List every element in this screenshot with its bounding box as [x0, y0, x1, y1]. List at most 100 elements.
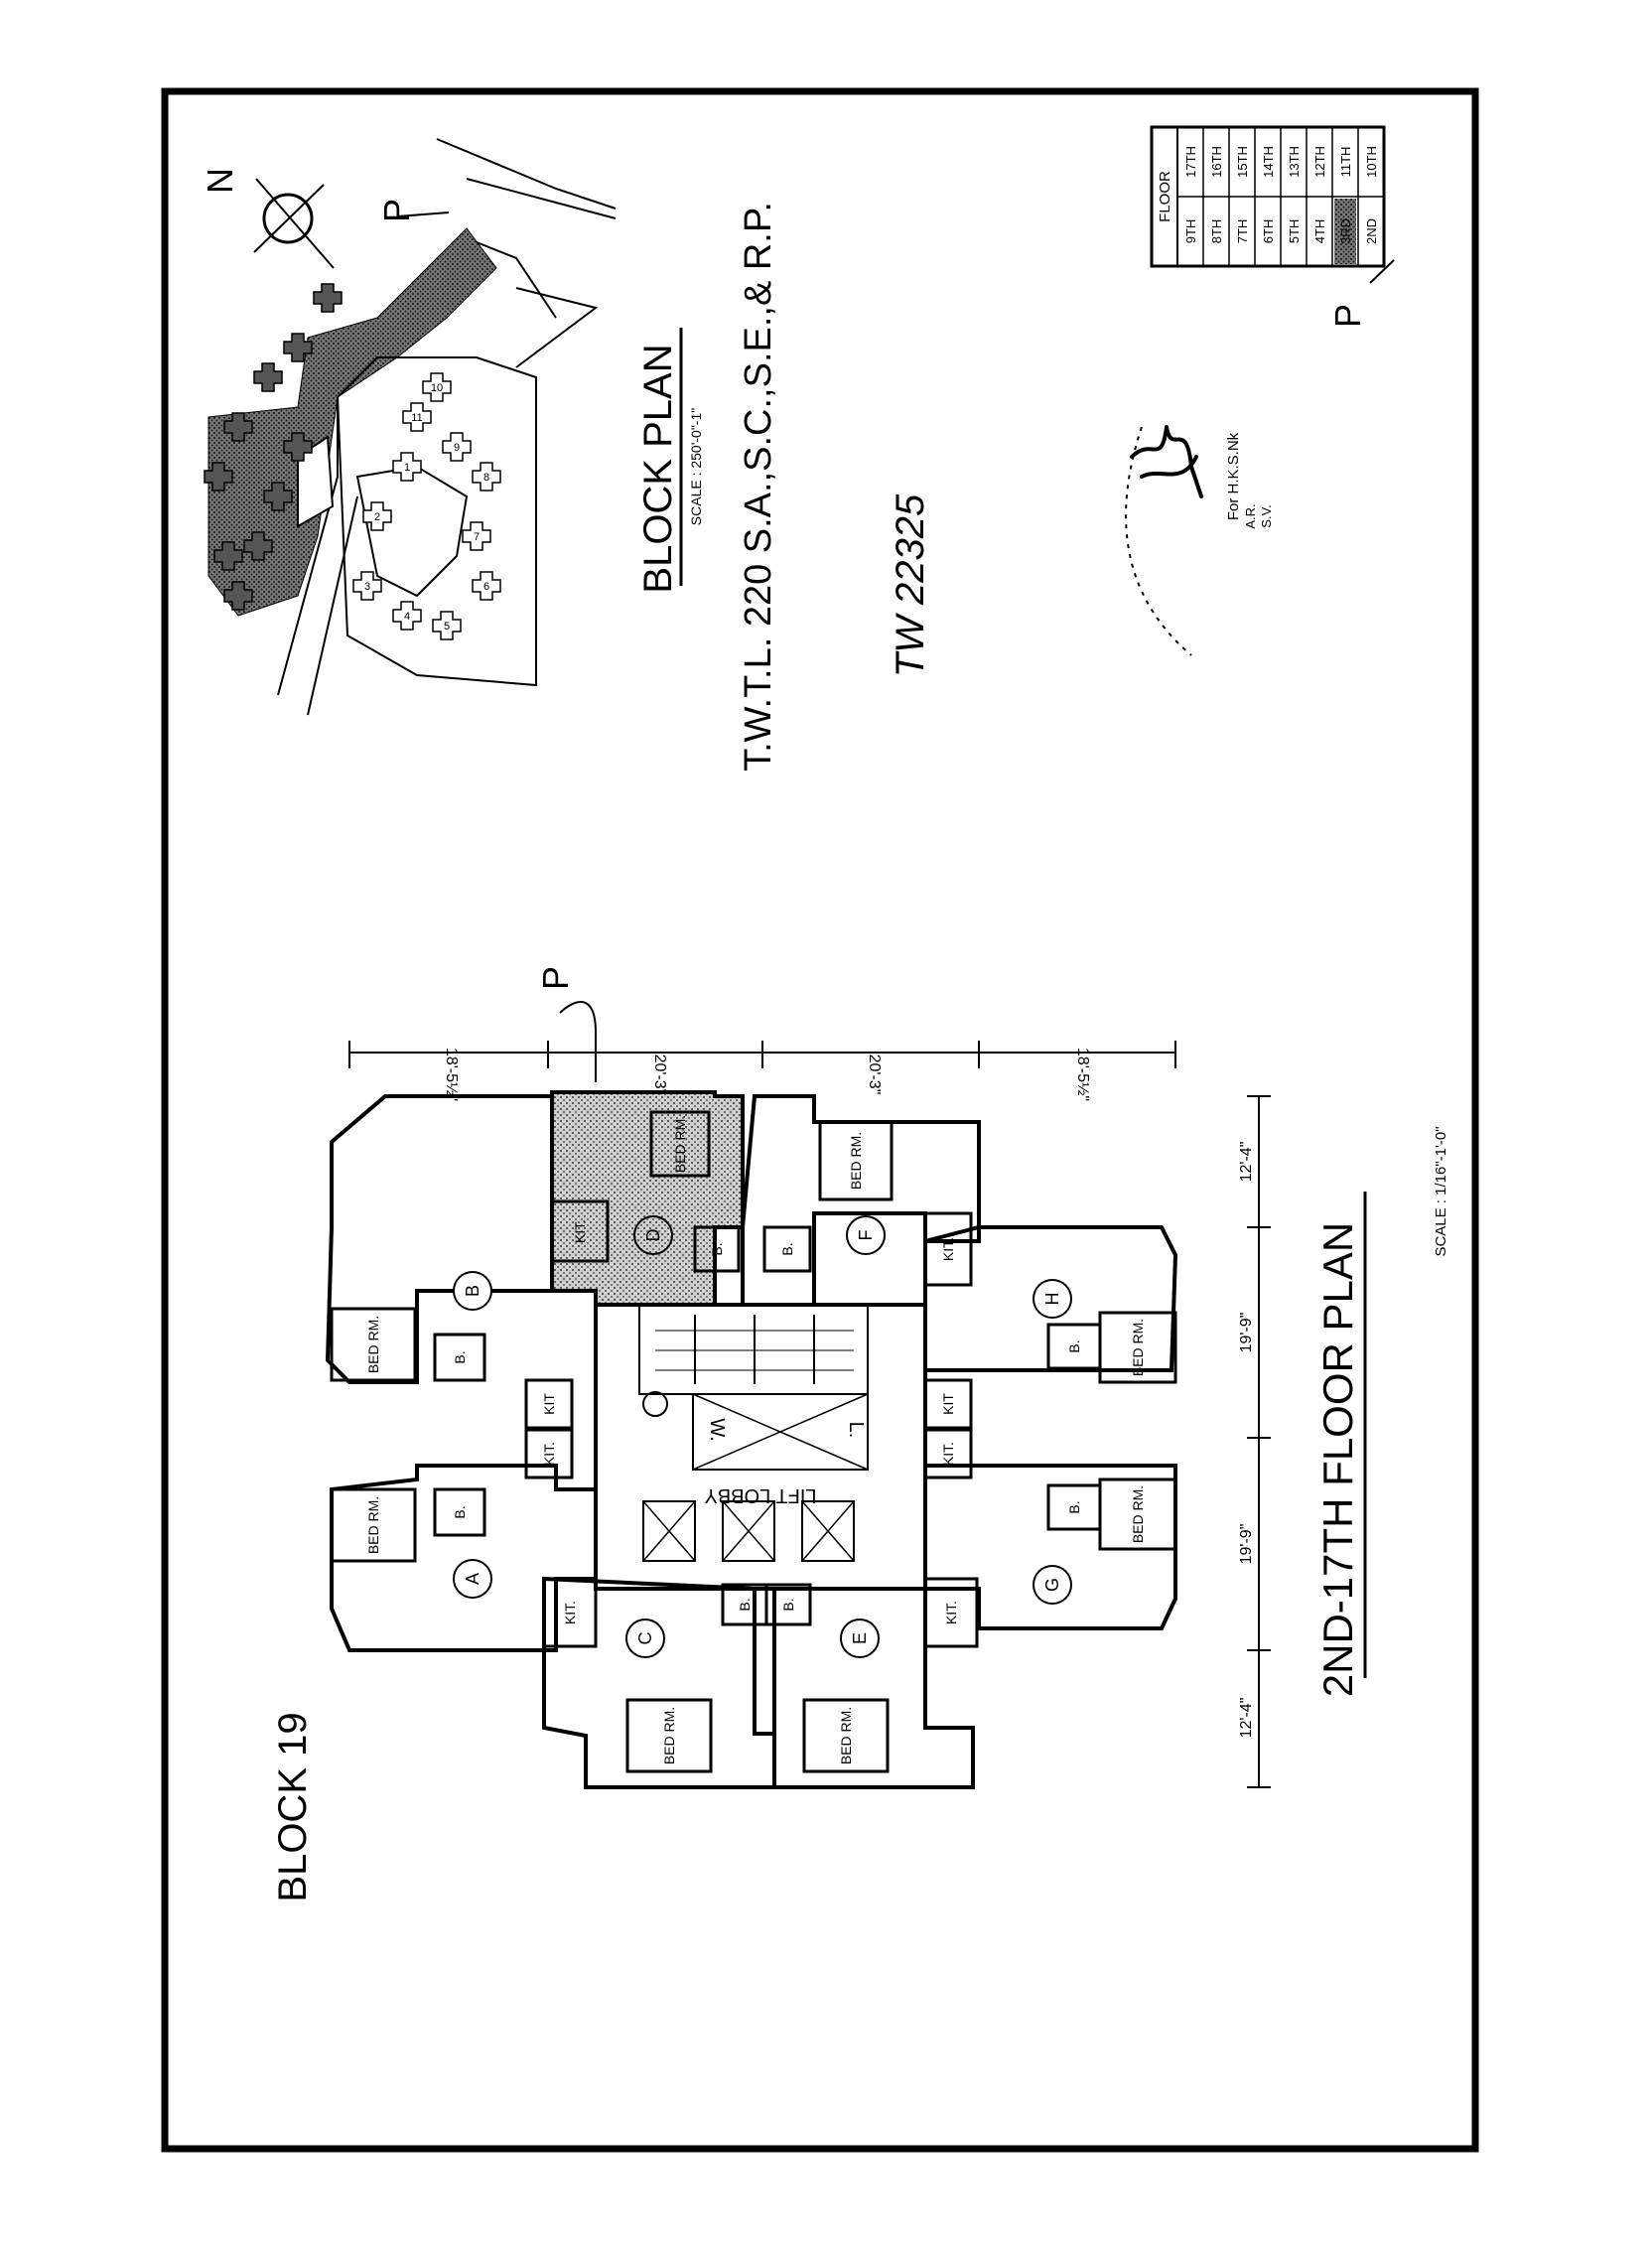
- site-block-number: 10: [431, 382, 443, 394]
- bath-a: [433, 1487, 486, 1537]
- kitchen-c-label: KIT.: [562, 1601, 578, 1624]
- unit-h-label: H: [1042, 1293, 1062, 1306]
- site-block-number: 6: [483, 581, 489, 593]
- marker-p-site: P: [376, 199, 450, 222]
- site-block-number: 3: [364, 581, 370, 593]
- bath-e: [764, 1583, 812, 1626]
- flat-f-outline: [741, 1094, 981, 1307]
- bath-a-label: B.: [452, 1505, 468, 1518]
- floor-table-cell: 13TH: [1287, 146, 1302, 178]
- kitchen-f: [923, 1211, 973, 1287]
- dim-top-4: 18'-5½": [1074, 1048, 1091, 1101]
- site-block: [472, 462, 501, 492]
- site-estate-outline: [336, 356, 537, 687]
- north-label: N: [200, 168, 240, 194]
- bath-f: [762, 1225, 812, 1273]
- bedroom-g: [1098, 1478, 1177, 1551]
- site-road-3: [277, 397, 358, 716]
- central-core: W. L. LIFT LOBBY: [594, 1303, 927, 1591]
- lot-reference: T.W.T.L. 220 S.A.,S.C.,S.E.,& R.P.: [738, 202, 779, 772]
- bath-c-label: B.: [737, 1598, 753, 1611]
- site-block: [402, 402, 432, 432]
- site-block-number: 11: [411, 412, 422, 424]
- site-block: [204, 462, 233, 492]
- dim-top-2: 20'-3": [651, 1055, 668, 1095]
- marker-p-plan: P: [535, 966, 597, 1082]
- unit-e-label: E: [850, 1632, 870, 1644]
- floor-table-cell: 2ND: [1364, 218, 1379, 244]
- kitchen-d: [550, 1199, 610, 1263]
- north-arrow-icon: N: [200, 168, 335, 269]
- floor-table-cell: 16TH: [1209, 146, 1224, 178]
- site-block-number: 5: [444, 621, 450, 633]
- floor-table-cell: 4TH: [1312, 219, 1327, 244]
- floor-table-cell: 17TH: [1183, 146, 1198, 178]
- dim-right-4: 12'-4": [1238, 1698, 1255, 1739]
- kitchen-f-label: KIT.: [940, 1237, 956, 1261]
- site-block: [392, 601, 422, 631]
- floor-table: FLOOR9TH17TH8TH16TH7TH15TH6TH14TH5TH13TH…: [1150, 125, 1386, 268]
- dimension-line-right: 12'-4" 19'-9" 19'-9" 12'-4": [1238, 1095, 1271, 1788]
- site-block-number: 1: [404, 462, 410, 474]
- kitchen-d-label: KIT.: [572, 1219, 588, 1243]
- label-water: W.: [706, 1418, 728, 1441]
- site-block: [213, 541, 243, 571]
- dim-right-1: 12'-4": [1238, 1142, 1255, 1183]
- wings: [325, 1090, 1178, 1789]
- bedroom-h-label: BED RM.: [1130, 1319, 1146, 1376]
- unit-e-marker: [840, 1619, 880, 1658]
- kitchen-c: [542, 1577, 598, 1648]
- floor-table-cell: 9TH: [1183, 219, 1198, 244]
- kitchen-h-label: KIT: [940, 1393, 956, 1415]
- unit-a-label: A: [463, 1573, 482, 1585]
- site-road-2: [436, 138, 617, 368]
- bedroom-d-label: BED RM.: [672, 1115, 688, 1173]
- flat-d-outline: [550, 1090, 745, 1307]
- floor-table-header: FLOOR: [1157, 171, 1173, 222]
- bath-b: [433, 1333, 486, 1382]
- block-plan-scale: SCALE : 250'-0"-1": [688, 408, 704, 525]
- unit-f-marker: [846, 1215, 886, 1255]
- floor-table-cell: 7TH: [1235, 219, 1250, 244]
- lift-shaft: [692, 1393, 869, 1471]
- site-block-number: 9: [454, 442, 460, 454]
- floor-plan: 18'-5½" 20'-3" 20'-3" 18'-5½" 12'-4" 19'…: [325, 966, 1271, 1789]
- bath-d-label: B.: [709, 1242, 725, 1255]
- bedroom-d: [649, 1110, 711, 1178]
- site-block: [352, 571, 382, 601]
- unit-c-marker: [625, 1619, 665, 1658]
- marker-p-site-label: P: [376, 199, 417, 222]
- unit-a-marker: [453, 1559, 492, 1599]
- kitchen-a-label: KIT.: [541, 1442, 557, 1466]
- bedroom-b: [330, 1307, 417, 1382]
- marker-p-table: P: [1327, 259, 1395, 328]
- bedroom-h: [1098, 1311, 1177, 1384]
- bedroom-a: [330, 1487, 417, 1563]
- site-courtyard: [297, 435, 335, 528]
- bedroom-f-label: BED RM.: [848, 1132, 864, 1190]
- unit-g-label: G: [1042, 1578, 1062, 1592]
- floor-table-cell: 10TH: [1364, 146, 1379, 178]
- site-block-number: 8: [483, 472, 489, 484]
- label-lift: L.: [845, 1422, 867, 1439]
- floor-table-cell: 15TH: [1235, 146, 1250, 178]
- unit-b-label: B: [463, 1285, 482, 1297]
- floor-plan-title: 2ND-17TH FLOOR PLAN: [1314, 1222, 1361, 1697]
- block-plan-title: BLOCK PLAN: [636, 344, 680, 593]
- unit-g-marker: [1032, 1565, 1072, 1605]
- unit-d-label: D: [643, 1229, 663, 1242]
- site-block: [442, 432, 472, 462]
- bedroom-e-label: BED RM.: [838, 1707, 854, 1764]
- block-label: BLOCK 19: [271, 1712, 315, 1901]
- bedroom-c-label: BED RM.: [661, 1707, 677, 1764]
- signature-scribble: [1130, 425, 1203, 498]
- core-outline: [594, 1303, 927, 1591]
- site-block: [253, 362, 283, 392]
- kitchen-g-label: KIT.: [940, 1442, 956, 1466]
- site-block: [283, 333, 313, 362]
- marker-p-plan-label: P: [535, 966, 576, 990]
- kitchen-b: [524, 1378, 574, 1430]
